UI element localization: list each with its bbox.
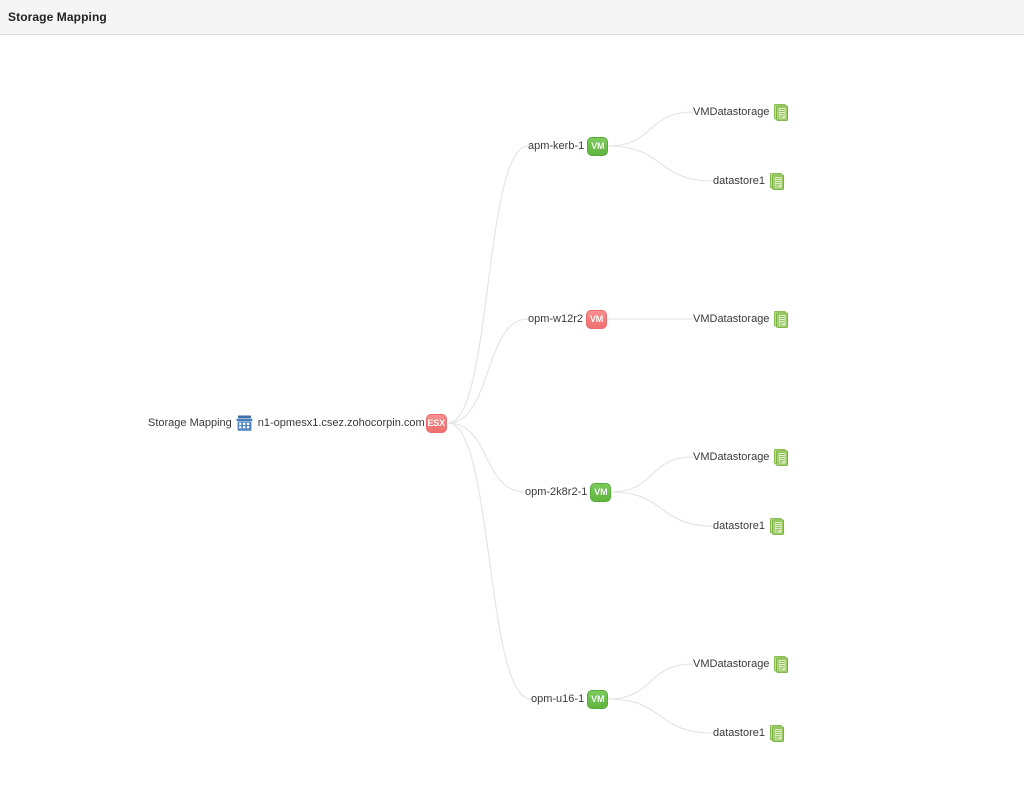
storage-mapping-group-label: Storage Mapping: [148, 417, 232, 429]
storage-mapping-canvas[interactable]: Storage Mapping n1-opmesx1.csez.zohocorpi…: [0, 36, 1024, 785]
esx-status-badge[interactable]: ESX: [425, 413, 447, 433]
vm-label: opm-w12r2: [528, 313, 584, 325]
topology-edge: [610, 456, 694, 493]
topology-node-esx-host[interactable]: Storage Mapping n1-opmesx1.csez.zohocorpi…: [148, 412, 447, 434]
topology-edge: [610, 491, 714, 527]
topology-node-ds-opm-u16-1-datastore1[interactable]: datastore1: [713, 722, 784, 744]
vm-status-badge[interactable]: VM: [586, 309, 608, 329]
topology-edge: [447, 422, 526, 493]
topology-edge: [447, 145, 529, 424]
header-bar: Storage Mapping: [0, 0, 1024, 35]
vm-status-badge[interactable]: VM: [587, 689, 609, 709]
datastore-label: datastore1: [713, 520, 765, 532]
topology-node-ds-opm-2k8r2-1-vmdatastorage[interactable]: VMDatastorage: [693, 446, 789, 468]
datastore-icon[interactable]: [774, 448, 789, 466]
topology-edge-layer: [447, 111, 714, 734]
datacenter-icon: [235, 414, 254, 432]
datastore-label: datastore1: [713, 727, 765, 739]
datastore-icon[interactable]: [769, 517, 784, 535]
datastore-label: VMDatastorage: [693, 106, 770, 118]
topology-node-ds-apm-kerb-1-vmdatastorage[interactable]: VMDatastorage: [693, 101, 789, 123]
datastore-icon[interactable]: [774, 310, 789, 328]
page-title: Storage Mapping: [8, 10, 107, 24]
datastore-icon[interactable]: [769, 724, 784, 742]
topology-edge: [607, 111, 694, 147]
vm-status-badge[interactable]: VM: [587, 136, 609, 156]
topology-node-ds-opm-u16-1-vmdatastorage[interactable]: VMDatastorage: [693, 653, 789, 675]
datastore-icon[interactable]: [769, 172, 784, 190]
datastore-label: datastore1: [713, 175, 765, 187]
topology-node-ds-opm-2k8r2-1-datastore1[interactable]: datastore1: [713, 515, 784, 537]
vm-label: opm-u16-1: [531, 693, 585, 705]
topology-node-ds-opm-w12r2-vmdatastorage[interactable]: VMDatastorage: [693, 308, 789, 330]
datastore-label: VMDatastorage: [693, 658, 770, 670]
topology-node-ds-apm-kerb-1-datastore1[interactable]: datastore1: [713, 170, 784, 192]
vm-label: opm-2k8r2-1: [525, 486, 588, 498]
datastore-icon[interactable]: [774, 103, 789, 121]
datastore-label: VMDatastorage: [693, 313, 770, 325]
topology-edge: [607, 663, 694, 700]
datastore-label: VMDatastorage: [693, 451, 770, 463]
vm-status-badge[interactable]: VM: [590, 482, 612, 502]
topology-edge: [447, 318, 529, 424]
esx-host-label: n1-opmesx1.csez.zohocorpin.com: [257, 417, 425, 429]
topology-edge: [447, 422, 532, 700]
topology-edge: [607, 145, 714, 182]
datastore-icon[interactable]: [774, 655, 789, 673]
vm-label: apm-kerb-1: [528, 140, 585, 152]
topology-edge: [607, 698, 714, 734]
